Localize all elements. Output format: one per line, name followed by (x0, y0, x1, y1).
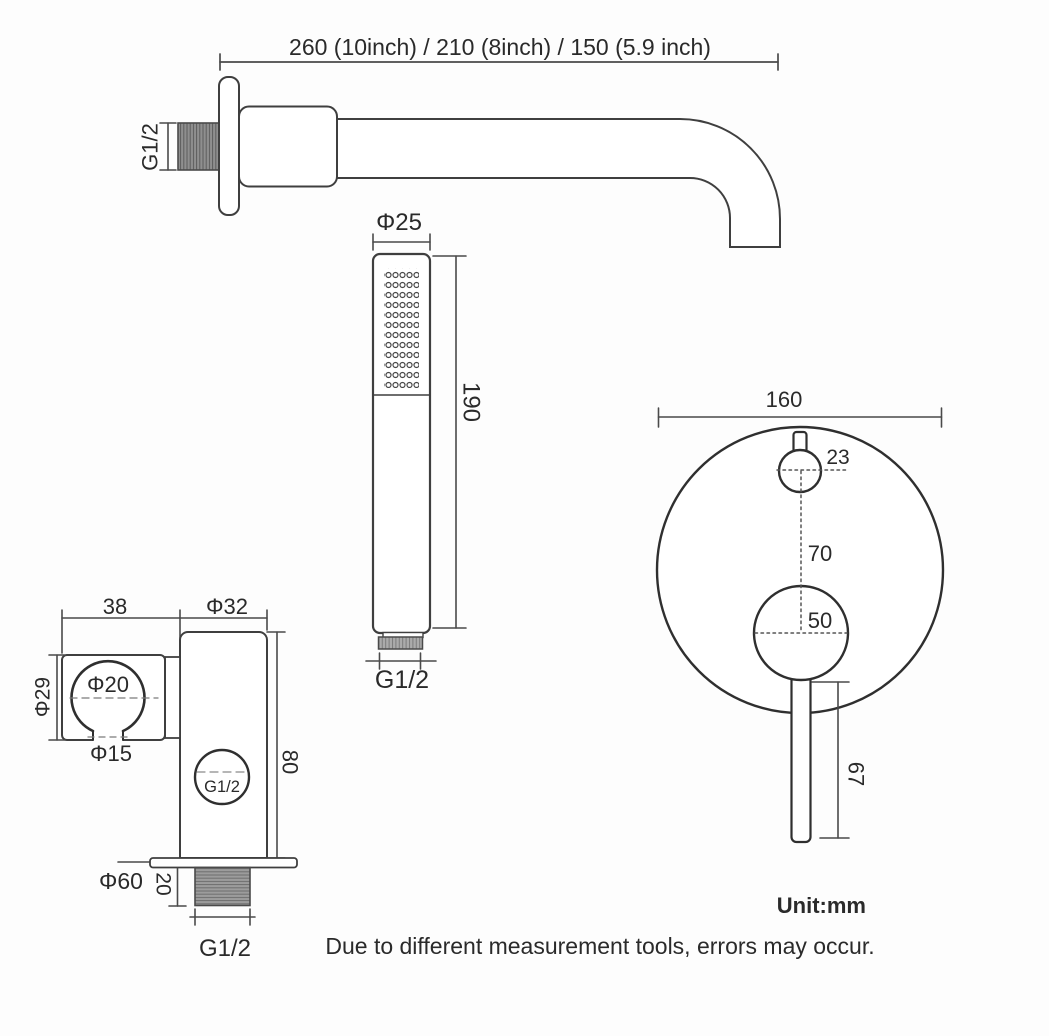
holder-flange-diameter-label: Φ60 (99, 868, 143, 894)
disclaimer-note: Due to different measurement tools, erro… (325, 933, 874, 959)
mixer-plate-diameter-label: 160 (766, 387, 803, 412)
holder-thread-length-label: 20 (152, 872, 175, 895)
mixer-handle-length-dimension-line (811, 681, 850, 839)
holder-bottom-thread-dimension-line (189, 908, 256, 926)
handshower-length-label: 190 (458, 382, 485, 422)
spout-body (238, 105, 338, 188)
spout-length-dimension-label: 260 (10inch) / 210 (8inch) / 150 (5.9 in… (289, 34, 711, 60)
spout-thread-dimension (159, 122, 177, 171)
holder-width-label: 38 (103, 594, 127, 619)
holder-height-label: 80 (277, 750, 302, 774)
handshower-length-dimension-line (432, 255, 467, 629)
holder-ring-outer-dimension-line (48, 654, 66, 741)
mixer-diverter-knob-circle (777, 448, 823, 494)
holder-side-port-thread-label: G1/2 (204, 778, 240, 796)
holder-thread-length-dimension-line (168, 867, 187, 907)
spout-tube (336, 118, 781, 248)
mixer-diverter-label: 23 (826, 446, 849, 469)
mixer-valve-drawing: 160 23 70 50 67 (655, 387, 945, 844)
holder-side-port-circle (193, 748, 251, 806)
mixer-handle-base-label: 50 (808, 608, 832, 633)
holder-bottom-thread-nipple (194, 866, 251, 907)
handshower-diameter-label: Φ25 (376, 209, 422, 236)
holder-ring-opening-label: Φ15 (90, 741, 132, 766)
handshower-drawing: Φ25 190 G1/2 (365, 209, 485, 694)
holder-bottom-thread-label: G1/2 (199, 935, 251, 962)
holder-wall-flange (149, 857, 298, 869)
mixer-plate-dimension-line (657, 407, 943, 428)
mixer-spacing-label: 70 (808, 541, 832, 566)
spout-thread-label: G1/2 (138, 123, 163, 171)
holder-ring-inner-label: Φ20 (87, 672, 129, 697)
drawing-notes: Unit:mm Due to different measurement too… (325, 893, 874, 959)
mixer-handle-lever (790, 670, 812, 844)
handshower-spray-face (384, 268, 419, 388)
spout-wall-flange (218, 76, 240, 216)
holder-ring-outer-label: Φ29 (31, 677, 54, 717)
handshower-diameter-dimension-line (372, 233, 431, 251)
handshower-thread-collar (377, 636, 424, 650)
unit-note: Unit:mm (777, 893, 866, 918)
spout-threaded-nipple (177, 122, 222, 171)
wall-spout-drawing: 260 (10inch) / 210 (8inch) / 150 (5.9 in… (138, 34, 781, 248)
holder-grip-ring (70, 659, 146, 733)
handshower-thread-label: G1/2 (375, 666, 429, 694)
spout-length-dimension-line (219, 53, 779, 71)
holder-height-dimension-line (266, 631, 286, 859)
handshower-thread-dimension-line (365, 652, 437, 670)
holder-connector-neck (164, 656, 181, 739)
holder-block (61, 654, 166, 741)
mixer-handle-length-label: 67 (843, 762, 868, 786)
holder-outlet-body (179, 631, 268, 859)
holder-body-diameter-label: Φ32 (206, 594, 248, 619)
holder-outlet-drawing: 38 Φ32 Φ20 Φ15 Φ29 G1/2 (31, 594, 302, 962)
